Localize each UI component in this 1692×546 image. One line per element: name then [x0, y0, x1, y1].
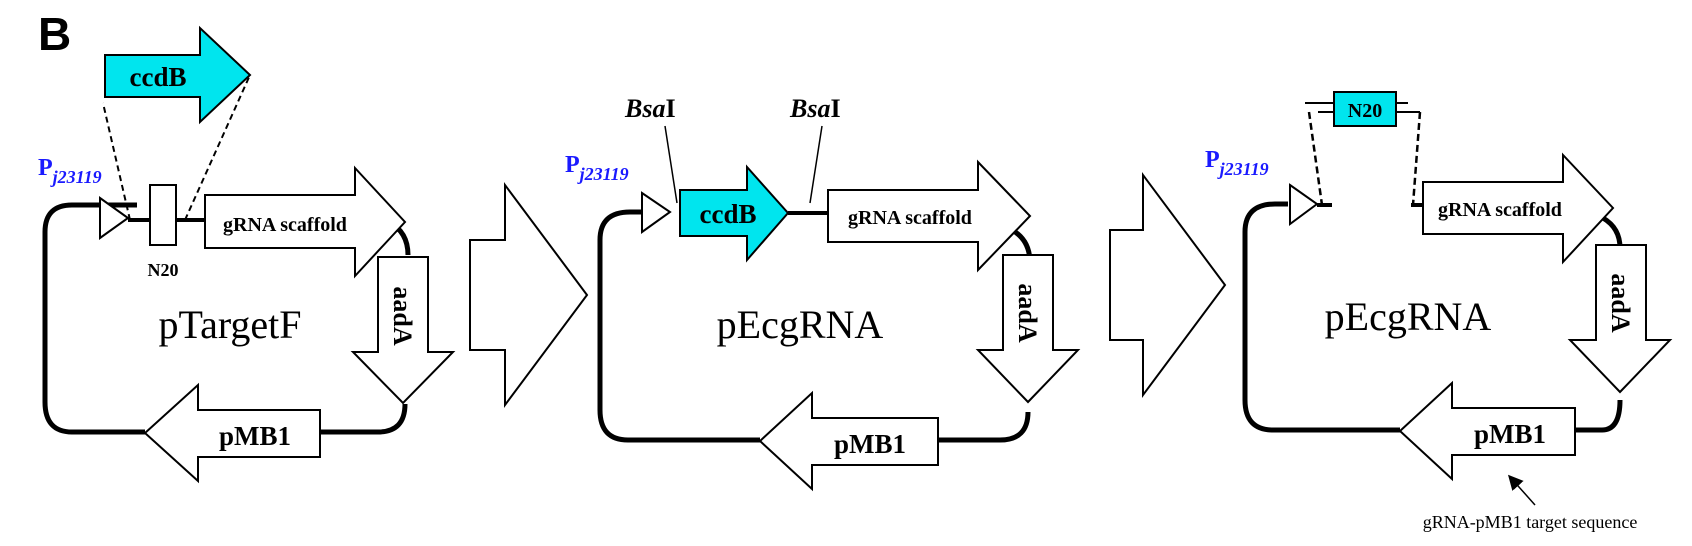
promoter-label: Pj23119 — [38, 155, 102, 187]
backbone-line — [1601, 215, 1623, 249]
promoter-label: Pj23119 — [1205, 147, 1269, 179]
n20-box — [149, 184, 177, 246]
aada-arrow-icon — [975, 254, 1081, 404]
bsai-site-label-right: BsaI — [789, 94, 841, 123]
ccdb-arrow-icon — [679, 164, 790, 263]
n20-fragment — [1333, 91, 1397, 127]
aada-label: aadA — [388, 286, 417, 345]
promoter-triangle-icon — [641, 191, 672, 234]
backbone-line — [938, 411, 1031, 443]
ccdb-arrow-icon — [104, 25, 252, 125]
dashed-connector — [102, 102, 131, 221]
aada-label: aadA — [1606, 273, 1635, 332]
promoter-triangle-icon — [1289, 183, 1319, 226]
backbone-line — [1575, 399, 1623, 433]
backbone-line — [320, 403, 408, 435]
process-arrow-icon — [469, 181, 589, 409]
aada-arrow-icon — [1567, 244, 1673, 394]
backbone-line — [597, 209, 760, 443]
pmb1-arrow-icon — [1398, 380, 1576, 482]
panel-label: B — [38, 8, 71, 60]
ccdb-label: ccdB — [130, 62, 187, 92]
n20-label: N20 — [1348, 100, 1382, 122]
aada-label: aadA — [1013, 283, 1042, 342]
process-arrow-icon — [1109, 171, 1227, 399]
dashed-connector — [1411, 111, 1422, 206]
backbone-line — [42, 202, 145, 435]
target-pointer-arrow-icon — [1508, 474, 1536, 506]
dashed-connector — [1307, 111, 1324, 206]
promoter-label: Pj23119 — [565, 152, 629, 184]
n20-label: N20 — [148, 260, 179, 280]
grna-scaffold-label: gRNA scaffold — [848, 207, 972, 229]
backbone-line — [1242, 201, 1400, 433]
pmb1-label: pMB1 — [834, 429, 906, 459]
bsai-site-pointer — [664, 125, 678, 204]
pmb1-label: pMB1 — [1474, 419, 1546, 449]
grna-scaffold-arrow-icon — [827, 159, 1032, 273]
bsai-site-label-left: BsaI — [624, 94, 676, 123]
bsai-site-pointer — [809, 125, 823, 204]
grna-scaffold-arrow-icon — [1422, 152, 1615, 265]
plasmid-name: pTargetF — [158, 302, 301, 347]
target-note: gRNA-pMB1 target sequence — [1423, 512, 1638, 532]
plasmid-pecgrna-n20: Pj23119 N20 gRNA scaffold aadA pMB1 pEcg… — [1205, 91, 1673, 532]
plasmid-name: pEcgRNA — [717, 302, 884, 347]
plasmid-pecgrna-ccdb: Pj23119 BsaI BsaI ccdB gRNA scaffold aad… — [565, 94, 1081, 492]
pmb1-arrow-icon — [758, 390, 939, 492]
ccdb-label: ccdB — [700, 199, 757, 229]
dashed-connector — [184, 74, 251, 221]
plasmid-name: pEcgRNA — [1325, 294, 1492, 339]
promoter-triangle-icon — [99, 196, 130, 240]
grna-scaffold-label: gRNA scaffold — [1438, 199, 1562, 221]
grna-scaffold-arrow-icon — [204, 165, 407, 279]
plasmid-ptargetf: Pj23119 N20 ccdB gRNA scaffold aadA pMB1… — [38, 25, 456, 484]
pmb1-arrow-icon — [143, 382, 321, 484]
pmb1-label: pMB1 — [219, 421, 291, 451]
grna-scaffold-label: gRNA scaffold — [223, 214, 347, 236]
aada-arrow-icon — [350, 256, 456, 405]
